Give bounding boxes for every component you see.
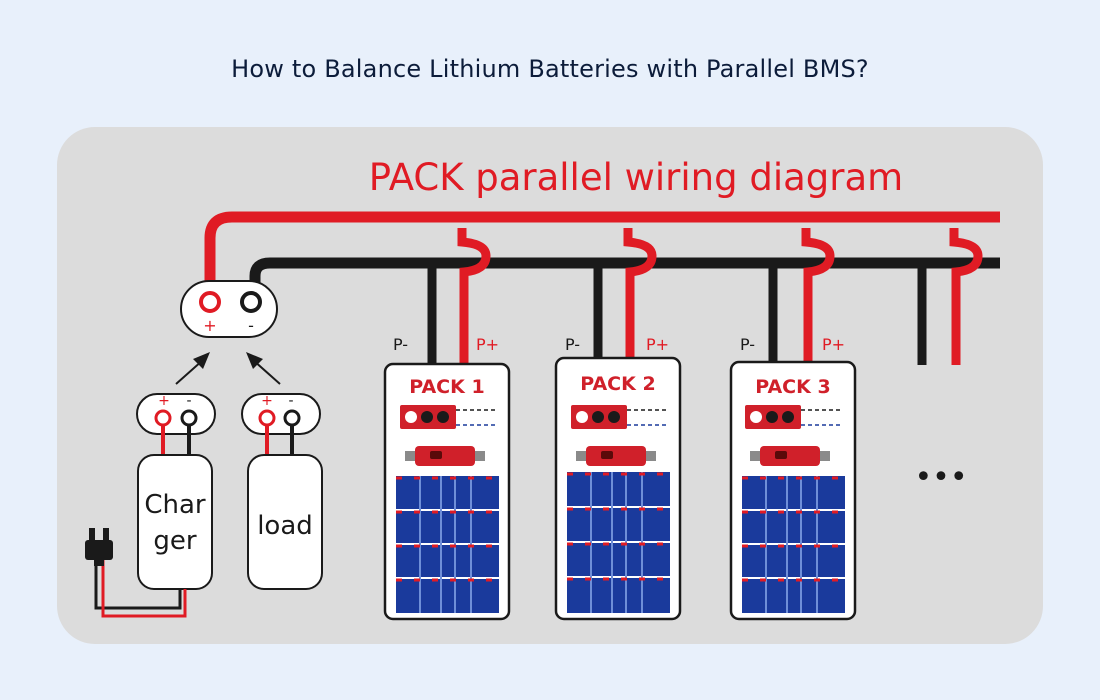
terminal-plus-label: +: [203, 316, 216, 335]
charger-terminal-block: [136, 393, 216, 435]
pack2-positive-drop: [623, 228, 657, 358]
power-plug-icon: [85, 528, 113, 566]
pack1-bms-board: [400, 405, 496, 429]
pack2-cell-array: [567, 472, 670, 613]
pack3-positive-drop: [801, 228, 835, 362]
main-terminal-block: + -: [180, 280, 278, 338]
pack3-negative-label: P-: [740, 335, 755, 354]
load-terminal-block: [241, 393, 321, 435]
pack3-cell-array: [742, 476, 845, 613]
pack3-positive-label: P+: [822, 335, 845, 354]
terminal-positive-icon: [199, 291, 221, 313]
pack3-bms-board: [745, 405, 841, 429]
power-cord-black: [94, 558, 182, 610]
terminal-minus-label: -: [248, 316, 254, 335]
pack2-balancer-module: [576, 446, 656, 466]
load-body: [247, 454, 323, 590]
pack1-title: PACK 1: [409, 376, 484, 398]
battery-pack-3: PACK 3: [729, 360, 857, 621]
arrow-charger-to-terminal: [175, 352, 210, 385]
page-title: How to Balance Lithium Batteries with Pa…: [231, 55, 869, 83]
pack2-negative-label: P-: [565, 335, 580, 354]
next-positive-drop: [949, 228, 983, 365]
load-plus-label: +: [261, 393, 273, 409]
pack1-positive-drop: [457, 228, 491, 364]
load-label: load: [257, 511, 313, 541]
charger: + - Char ger: [85, 393, 216, 618]
pack1-negative-label: P-: [393, 335, 408, 354]
pack3-balancer-module: [750, 446, 830, 466]
load: + - load: [241, 393, 323, 590]
pack1-balancer-module: [405, 446, 485, 466]
pack2-positive-label: P+: [646, 335, 669, 354]
pack1-positive-label: P+: [476, 335, 499, 354]
pack2-bms-board: [571, 405, 667, 429]
pack1-cell-array: [396, 476, 499, 613]
battery-pack-1: PACK 1: [383, 362, 511, 621]
charger-label-line2: ger: [153, 526, 197, 556]
negative-bus-wire: [249, 257, 1000, 290]
charger-body: [137, 454, 213, 590]
power-cord-red: [101, 558, 187, 618]
pack2-title: PACK 2: [580, 373, 655, 395]
arrow-load-to-terminal: [246, 352, 281, 385]
charger-label-line1: Char: [144, 490, 206, 520]
diagram-heading: PACK parallel wiring diagram: [369, 156, 903, 199]
pack3-title: PACK 3: [755, 376, 830, 398]
positive-bus-wire: [204, 211, 1000, 290]
battery-pack-2: PACK 2: [554, 356, 682, 621]
load-minus-label: -: [288, 393, 293, 409]
charger-minus-label: -: [186, 393, 191, 409]
continuation-ellipsis: •••: [914, 460, 967, 495]
charger-plus-label: +: [158, 393, 170, 409]
terminal-negative-icon: [240, 291, 262, 313]
